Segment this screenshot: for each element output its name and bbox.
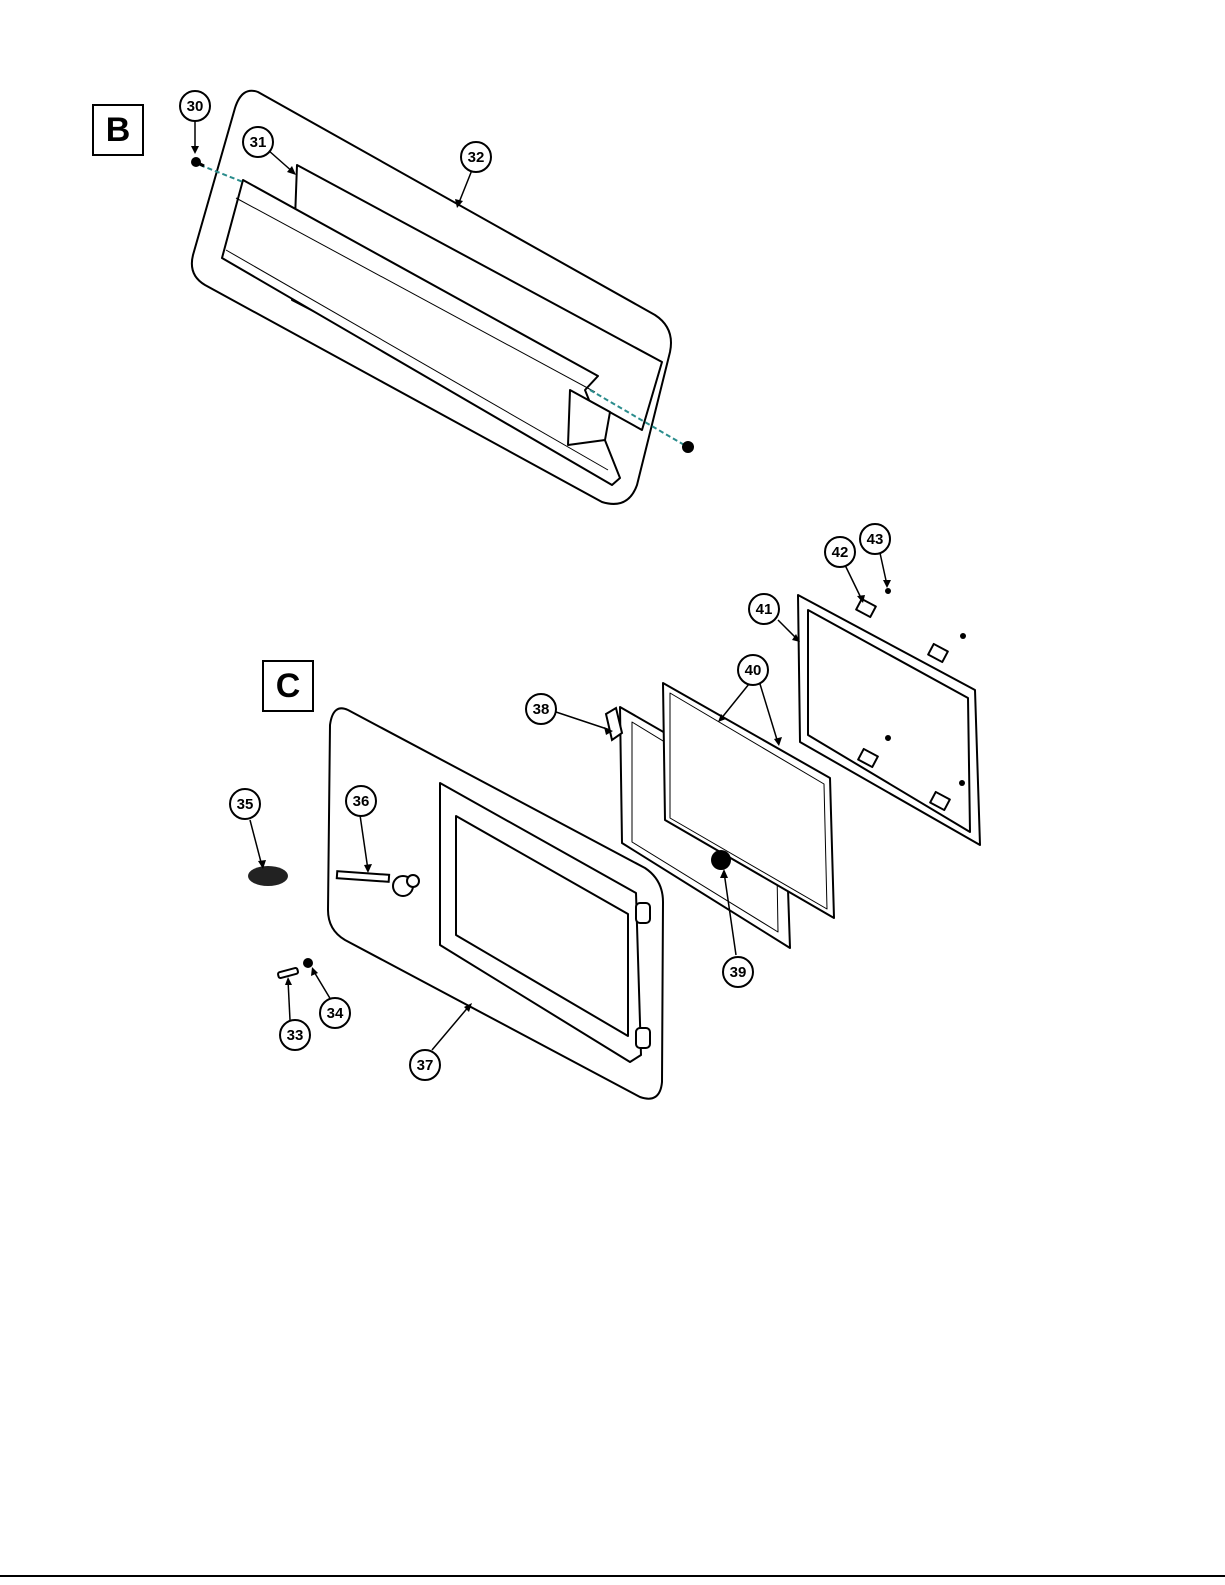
callout-34: 34 [320, 998, 350, 1028]
callout-30: 30 [180, 91, 210, 121]
callout-33-label: 33 [287, 1027, 304, 1044]
callout-43: 43 [860, 524, 890, 554]
callout-43-label: 43 [867, 531, 884, 548]
callout-41: 41 [749, 594, 779, 624]
callout-37-label: 37 [417, 1057, 434, 1074]
callout-33: 33 [280, 1020, 310, 1050]
part-34-nut [303, 958, 313, 968]
screw-43-a [885, 588, 891, 594]
screw-30-right [682, 441, 694, 453]
callout-39: 39 [723, 957, 753, 987]
callout-34-label: 34 [327, 1005, 344, 1022]
callout-38-label: 38 [533, 701, 550, 718]
hinge-bottom [636, 1028, 650, 1048]
screw-30 [191, 157, 204, 167]
callout-40-label: 40 [745, 662, 762, 679]
callout-32: 32 [461, 142, 491, 172]
callout-40: 40 [738, 655, 768, 685]
callout-31-label: 31 [250, 134, 267, 151]
screw-43-b [960, 633, 966, 639]
screw-43-c [885, 735, 891, 741]
callout-35-label: 35 [237, 796, 254, 813]
callout-30-label: 30 [187, 98, 204, 115]
screw-43-d [959, 780, 965, 786]
callout-32-label: 32 [468, 149, 485, 166]
footer-rule [0, 1575, 1225, 1577]
part-33-pin [278, 968, 299, 979]
callout-39-label: 39 [730, 964, 747, 981]
clip-42-a [856, 599, 876, 617]
part-35-coil [248, 866, 288, 886]
callout-38: 38 [526, 694, 556, 724]
hinge-top [636, 903, 650, 923]
panel-39-dot [711, 850, 731, 870]
callout-42-label: 42 [832, 544, 849, 561]
callout-35: 35 [230, 789, 260, 819]
callout-36: 36 [346, 786, 376, 816]
callout-31: 31 [243, 127, 273, 157]
clip-42-b [928, 644, 948, 662]
callout-42: 42 [825, 537, 855, 567]
callout-41-label: 41 [756, 601, 773, 618]
section-c-assembly [328, 595, 980, 1099]
callout-37: 37 [410, 1050, 440, 1080]
callout-36-label: 36 [353, 793, 370, 810]
